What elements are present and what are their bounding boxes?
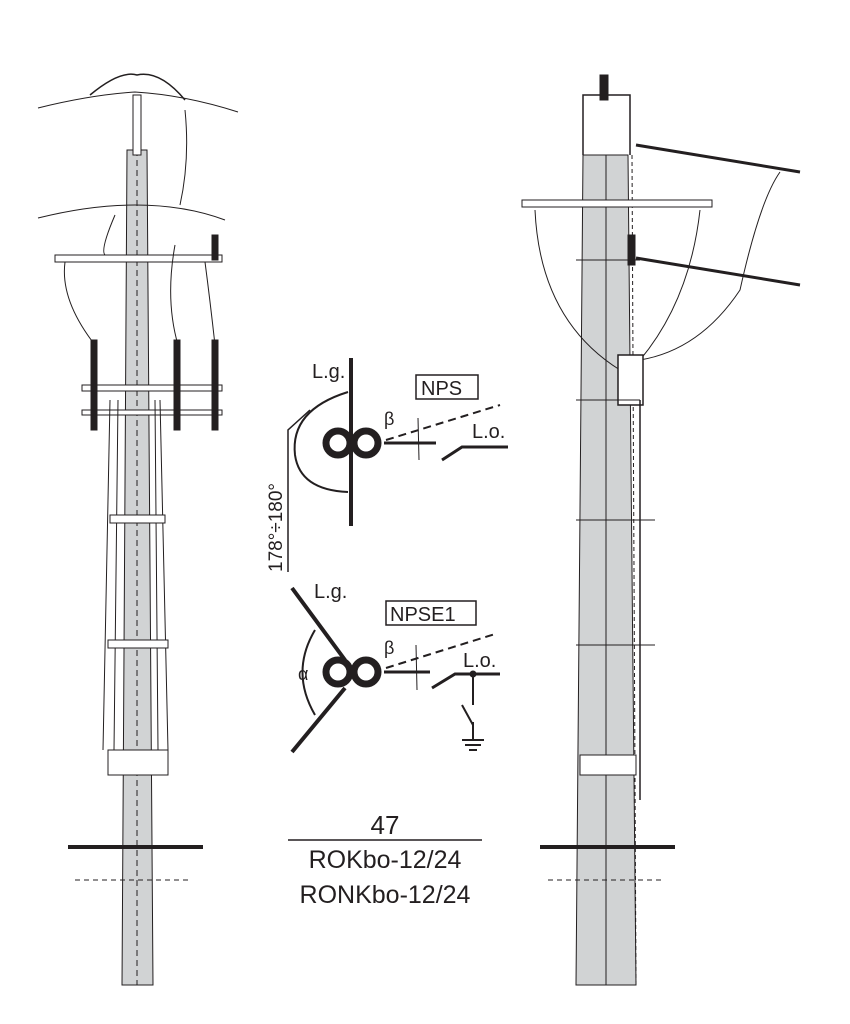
nps-angle-label: 178°÷180° [266,483,287,572]
nps-main-line-label: L.g. [312,361,345,383]
type-line-2: RONKbo-12/24 [300,881,471,909]
npse1-branch-line-label: L.o. [463,650,496,672]
npse1-detail [290,586,500,754]
npse1-tag: NPSE1 [390,604,456,626]
left-pole-front-view [37,73,239,986]
nps-tag: NPS [421,378,462,400]
npse1-main-line-label: L.g. [314,581,347,603]
nps-beta-label: β [384,409,394,429]
nps-branch-line-label: L.o. [472,421,505,443]
npse1-beta-label: β [384,638,394,658]
drawing-number: 47 [371,810,400,840]
nps-detail [287,358,508,572]
type-line-1: ROKbo-12/24 [309,846,462,874]
npse1-alpha-label: α [298,664,308,684]
right-pole-side-view [521,74,801,986]
